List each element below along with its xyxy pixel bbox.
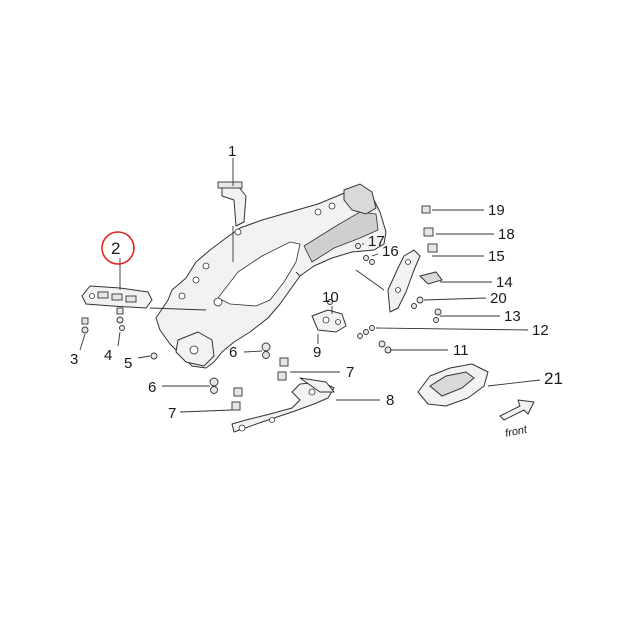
part-skid-bracket[interactable] bbox=[231, 377, 335, 433]
callout-14[interactable]: 14 bbox=[496, 274, 513, 291]
callout-6-upper[interactable]: 6 bbox=[229, 344, 237, 361]
front-direction-arrow-icon bbox=[499, 399, 535, 421]
part-washer-5[interactable] bbox=[150, 352, 158, 360]
callout-18[interactable]: 18 bbox=[498, 226, 515, 243]
leader-lines bbox=[79, 158, 541, 413]
part-right-bracket[interactable] bbox=[387, 249, 421, 313]
callout-8[interactable]: 8 bbox=[386, 392, 394, 409]
callout-19[interactable]: 19 bbox=[488, 202, 505, 219]
callout-16[interactable]: 16 bbox=[382, 243, 399, 260]
part-bracket-9-10[interactable] bbox=[311, 299, 347, 333]
part-hardware-right[interactable] bbox=[355, 205, 442, 323]
selected-callout-highlight bbox=[101, 231, 135, 265]
callout-10[interactable]: 10 bbox=[322, 289, 339, 306]
part-clip-nuts-7[interactable] bbox=[231, 357, 289, 411]
callout-12[interactable]: 12 bbox=[532, 322, 549, 339]
callout-3[interactable]: 3 bbox=[70, 351, 78, 368]
part-bracket-plate[interactable] bbox=[81, 285, 153, 309]
callout-11[interactable]: 11 bbox=[453, 342, 469, 359]
callout-4[interactable]: 4 bbox=[104, 347, 112, 364]
part-main-frame[interactable] bbox=[155, 181, 387, 369]
callout-13[interactable]: 13 bbox=[504, 308, 521, 325]
callout-5[interactable]: 5 bbox=[124, 355, 132, 372]
callout-20[interactable]: 20 bbox=[490, 290, 507, 307]
part-nuts-6[interactable] bbox=[209, 342, 271, 394]
part-protector-pad[interactable] bbox=[417, 363, 489, 407]
callout-15[interactable]: 15 bbox=[488, 248, 505, 265]
callout-9[interactable]: 9 bbox=[313, 344, 321, 361]
part-bolts-left[interactable] bbox=[81, 307, 125, 334]
callout-2[interactable]: 2 bbox=[111, 239, 120, 258]
callout-21[interactable]: 21 bbox=[544, 369, 563, 388]
front-direction-label: front bbox=[504, 423, 529, 440]
callout-1[interactable]: 1 bbox=[228, 143, 236, 160]
part-clip-14[interactable] bbox=[419, 271, 443, 285]
callout-7-right[interactable]: 7 bbox=[346, 364, 354, 381]
callout-17[interactable]: 17 bbox=[368, 233, 385, 250]
callout-6-lower[interactable]: 6 bbox=[148, 379, 156, 396]
part-bolts-11-12[interactable] bbox=[357, 325, 392, 354]
callout-labels: 1 2 3 4 5 6 6 7 7 8 9 10 11 12 13 14 15 … bbox=[70, 143, 563, 440]
callout-7-left[interactable]: 7 bbox=[168, 405, 176, 422]
